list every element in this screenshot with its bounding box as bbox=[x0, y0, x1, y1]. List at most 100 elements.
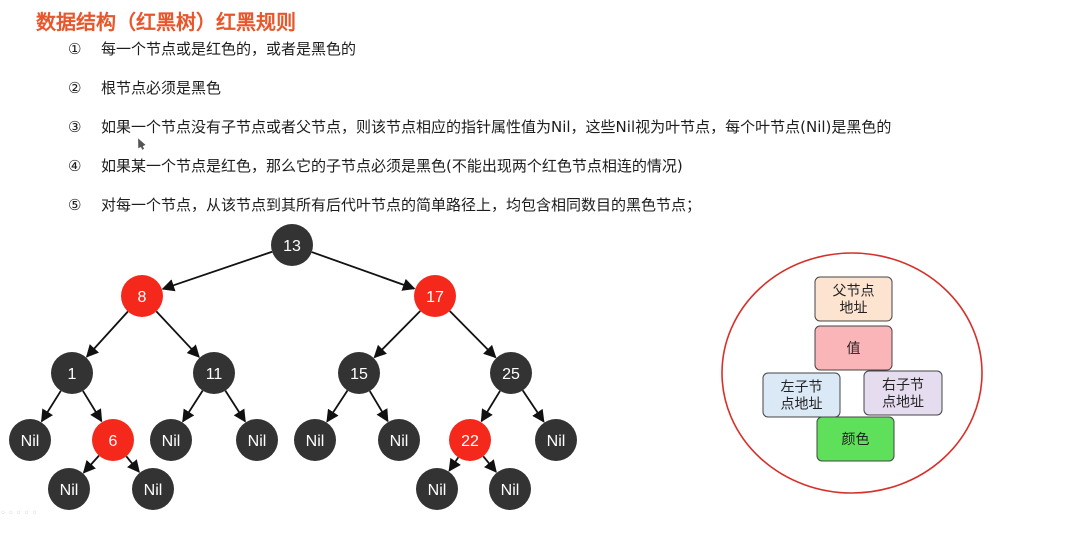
node-circle bbox=[414, 275, 456, 317]
node-label: 25 bbox=[502, 366, 520, 383]
legend-box-label: 父节点地址 bbox=[833, 284, 875, 317]
node-label: 6 bbox=[109, 433, 118, 450]
node-label: Nil bbox=[248, 433, 267, 450]
edge-n17-n25 bbox=[449, 310, 497, 359]
edge-n22-nil_22b bbox=[482, 455, 497, 473]
edge-n1-nil_1a bbox=[40, 390, 62, 423]
node-circle bbox=[338, 352, 380, 394]
edge-n11-nil_11a bbox=[182, 390, 204, 423]
legend-box-color: 颜色 bbox=[816, 416, 895, 462]
rule-text: 每一个节点或是红色的，或者是黑色的 bbox=[101, 40, 357, 58]
nil-leaf-node: Nil bbox=[489, 468, 531, 510]
nil-leaf-node: Nil bbox=[132, 468, 174, 510]
node-label: 22 bbox=[461, 433, 479, 450]
rule-text: 根节点必须是黑色 bbox=[101, 79, 222, 97]
nil-leaf-node: Nil bbox=[150, 419, 192, 461]
node-circle bbox=[449, 419, 491, 461]
edge-n8-n1 bbox=[85, 310, 129, 358]
nil-leaf-node: Nil bbox=[378, 419, 420, 461]
node-label: Nil bbox=[162, 433, 181, 450]
node-circle bbox=[535, 419, 577, 461]
tree-node-11: 11 bbox=[193, 352, 235, 394]
node-label: Nil bbox=[60, 482, 79, 499]
node-circle bbox=[92, 419, 134, 461]
edge-n6-nil_6a bbox=[82, 455, 100, 474]
node-circle bbox=[490, 352, 532, 394]
node-circle bbox=[51, 352, 93, 394]
rule-text: 对每一个节点，从该节点到其所有后代叶节点的简单路径上，均包含相同数目的黑色节点； bbox=[101, 196, 702, 214]
node-label: 11 bbox=[206, 366, 223, 383]
rule-text: 如果某一个节点是红色，那么它的子节点必须是黑色(不能出现两个红色节点相连的情况) bbox=[101, 157, 683, 175]
legend-box-label: 右子节点地址 bbox=[882, 378, 924, 411]
rule-4: ④ 如果某一个节点是红色，那么它的子节点必须是黑色(不能出现两个红色节点相连的情况… bbox=[68, 153, 891, 192]
nil-leaf-node: Nil bbox=[48, 468, 90, 510]
tree-node-1: 1 bbox=[51, 352, 93, 394]
tree-node-8: 8 bbox=[121, 275, 163, 317]
node-circle bbox=[294, 419, 336, 461]
rule-number: ④ bbox=[68, 157, 82, 175]
rule-2: ② 根节点必须是黑色 bbox=[68, 75, 891, 114]
node-circle bbox=[121, 275, 163, 317]
legend-ellipse bbox=[721, 252, 983, 494]
rule-1: ① 每一个节点或是红色的，或者是黑色的 bbox=[68, 36, 891, 75]
nil-leaf-node: Nil bbox=[236, 419, 278, 461]
rule-number: ⑤ bbox=[68, 196, 82, 214]
nil-leaf-node: Nil bbox=[535, 419, 577, 461]
tree-node-15: 15 bbox=[338, 352, 380, 394]
tree-node-6: 6 bbox=[92, 419, 134, 461]
node-label: 17 bbox=[426, 289, 444, 306]
legend-box-label: 左子节点地址 bbox=[781, 380, 823, 413]
node-circle bbox=[236, 419, 278, 461]
edge-n22-nil_22a bbox=[448, 456, 461, 472]
edge-n13-n17 bbox=[311, 251, 416, 291]
tree-edges bbox=[40, 250, 545, 474]
node-label: 8 bbox=[138, 289, 147, 306]
node-circle bbox=[416, 468, 458, 510]
nil-leaf-node: Nil bbox=[9, 419, 51, 461]
legend-box-parent: 父节点地址 bbox=[814, 276, 893, 322]
rule-number: ① bbox=[68, 40, 82, 58]
nil-leaf-node: Nil bbox=[294, 419, 336, 461]
edge-n15-nil_15a bbox=[326, 390, 349, 423]
node-label: Nil bbox=[501, 482, 520, 499]
legend-box-label: 值 bbox=[847, 341, 861, 357]
node-label: Nil bbox=[306, 433, 325, 450]
tree-node-25: 25 bbox=[490, 352, 532, 394]
node-circle bbox=[489, 468, 531, 510]
tree-node-22: 22 bbox=[449, 419, 491, 461]
node-label: Nil bbox=[390, 433, 409, 450]
edge-n15-nil_15b bbox=[368, 390, 389, 423]
nil-leaf-node: Nil bbox=[416, 468, 458, 510]
tree-node-13: 13 bbox=[271, 224, 313, 266]
legend-box-value: 值 bbox=[814, 325, 893, 371]
rule-text: 如果一个节点没有子节点或者父节点，则该节点相应的指针属性值为Nil，这些Nil视… bbox=[101, 118, 892, 136]
legend-box-right: 右子节点地址 bbox=[863, 370, 943, 416]
edge-n25-n22 bbox=[480, 390, 501, 423]
edge-n6-nil_6b bbox=[125, 455, 140, 473]
node-label: Nil bbox=[428, 482, 447, 499]
legend-box-label: 颜色 bbox=[842, 431, 870, 448]
node-circle bbox=[150, 419, 192, 461]
node-label: 1 bbox=[68, 366, 77, 383]
node-label: 15 bbox=[350, 366, 368, 383]
page-title: 数据结构（红黑树）红黑规则 bbox=[36, 10, 296, 34]
edge-n8-n11 bbox=[155, 310, 200, 358]
node-circle bbox=[378, 419, 420, 461]
edge-n25-nil_25b bbox=[521, 389, 545, 423]
node-label: Nil bbox=[547, 433, 566, 450]
node-circle bbox=[48, 468, 90, 510]
rule-number: ② bbox=[68, 79, 82, 97]
rule-5: ⑤ 对每一个节点，从该节点到其所有后代叶节点的简单路径上，均包含相同数目的黑色节点… bbox=[68, 192, 891, 231]
toolbar-ghost-icons: ◦◦◦◦◦ bbox=[0, 508, 40, 519]
node-circle bbox=[271, 224, 313, 266]
edge-n1-n6 bbox=[82, 390, 103, 423]
legend-box-left: 左子节点地址 bbox=[762, 372, 841, 418]
edge-n17-n15 bbox=[373, 310, 421, 359]
tree-node-17: 17 bbox=[414, 275, 456, 317]
node-circle bbox=[9, 419, 51, 461]
node-circle bbox=[132, 468, 174, 510]
